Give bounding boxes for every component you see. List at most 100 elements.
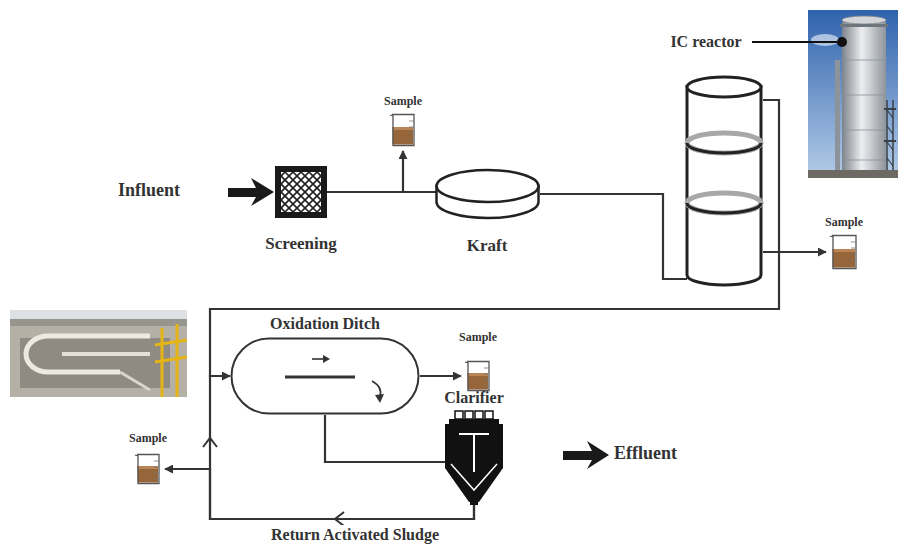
sample-beaker: Sample [830,234,858,270]
reactor-photo-part [808,10,898,178]
reactor-photo-part [842,20,886,178]
ic-reactor-part [687,203,761,213]
oxidation-ditch-part [285,376,355,379]
sample-beaker-part [484,386,489,387]
oxidation-ditch-photo [10,310,187,397]
ic-reactor: IC reactor [685,75,763,287]
screening-unit-part [303,172,321,212]
sample-beaker-part [484,380,489,381]
screen-mesh [281,172,321,212]
reactor-photo-part [887,110,893,166]
leader-line-part [752,41,837,43]
ic-reactor-part [687,193,761,213]
oxidation-ditch-photo-part [120,372,150,390]
screening-unit-part [295,172,321,212]
clarifier-tank-part [465,411,473,419]
screening-unit-part [311,172,321,212]
sample-beaker-label: Sample [384,94,422,108]
flow-connector [165,469,474,519]
reactor-photo-part [892,100,894,178]
reactor-photo-part [842,130,886,131]
clarifier-tank-part [451,464,497,490]
sample-beaker-part [138,466,159,469]
screening-unit-label: Screening [265,234,336,254]
sample-beaker-part [833,249,856,268]
sample-beaker-part [409,139,414,140]
clarifier-tank-shape [445,410,503,505]
reactor-photo-part [884,108,896,110]
oxidation-ditch-photo-part [20,338,170,388]
ic-reactor-part [687,77,761,97]
sample-beaker-shape [390,113,416,147]
sample-beaker-part [468,373,489,390]
oxidation-ditch-photo-part [26,336,150,372]
oxidation-ditch-photo-part [155,357,187,362]
sample-beaker: Sample [135,453,161,485]
screening-unit-part [295,172,321,212]
ic-reactor-shape [685,75,763,287]
screening-unit-part [278,169,324,215]
sample-beaker-part [851,248,856,249]
effluent-label: Effluent [614,443,677,465]
sample-beaker-label: Sample [459,330,497,344]
kraft-tank: Kraft [435,168,540,220]
flow-chevrons [203,438,344,526]
screening-unit-part [319,172,321,212]
sample-beaker-label: Sample [825,215,863,229]
sample-beaker-shape [830,234,858,270]
clarifier-tank-part [449,419,499,424]
flow-connector [327,151,403,192]
clarifier-tank-part [445,424,503,502]
ic-reactor-part [687,143,761,153]
screening-unit: Screening [275,166,327,218]
reactor-photo-part [842,60,886,61]
sample-beaker-part [154,467,159,468]
screening-unit-part [303,172,321,212]
reactor-photo-part [808,170,898,178]
sample-beaker-part [851,254,856,255]
oxidation-ditch-photo-part [62,352,150,356]
clarifier-tank: Clarifier [445,410,503,505]
oxidation-ditch-shape [230,337,420,415]
kraft-tank-part [437,170,539,202]
oxidation-ditch-photo-part [10,319,187,326]
sample-beaker-part [851,242,856,243]
sample-beaker-part [138,466,159,483]
leader-line-part [837,37,847,47]
oxidation-ditch-photo-part [155,340,187,345]
sample-beaker-part [409,127,414,128]
flow-connector [763,251,826,253]
clarifier-tank-label: Clarifier [444,388,504,407]
clarifier-tank-part [475,411,483,419]
oxidation-ditch-photo-part [176,324,179,397]
flow-connector [540,194,687,279]
sample-beaker-part [465,362,489,391]
sample-beaker-shape [135,453,161,485]
sample-beaker: Sample [465,360,491,392]
kraft-tank-shape [435,168,540,220]
reactor-photo [808,10,898,178]
sample-beaker-part [468,373,489,376]
kraft-tank-label: Kraft [467,236,508,256]
flow-connector [420,375,461,377]
oxidation-ditch-part [323,355,330,363]
oxidation-ditch-label: Oxidation Ditch [270,314,380,333]
sample-beaker-part [393,127,414,130]
sample-beaker-part [154,479,159,480]
sample-beaker-part [409,121,414,122]
clarifier-tank-part [455,411,463,419]
reactor-photo-part [811,34,839,46]
oxidation-ditch-part [312,358,324,360]
flow-label: Return Activated Sludge [269,525,441,544]
sample-beaker-part [390,115,414,146]
screening-unit-part [319,172,321,212]
sample-beaker-part [484,374,489,375]
reactor-photo-part [842,16,886,24]
clarifier-tank-part [485,411,493,419]
reactor-photo-part [842,160,886,161]
sample-beaker-part [833,249,856,252]
clarifier-tank-part [459,434,489,472]
flow-arrows-part [228,178,274,206]
flow-connector [325,415,445,462]
